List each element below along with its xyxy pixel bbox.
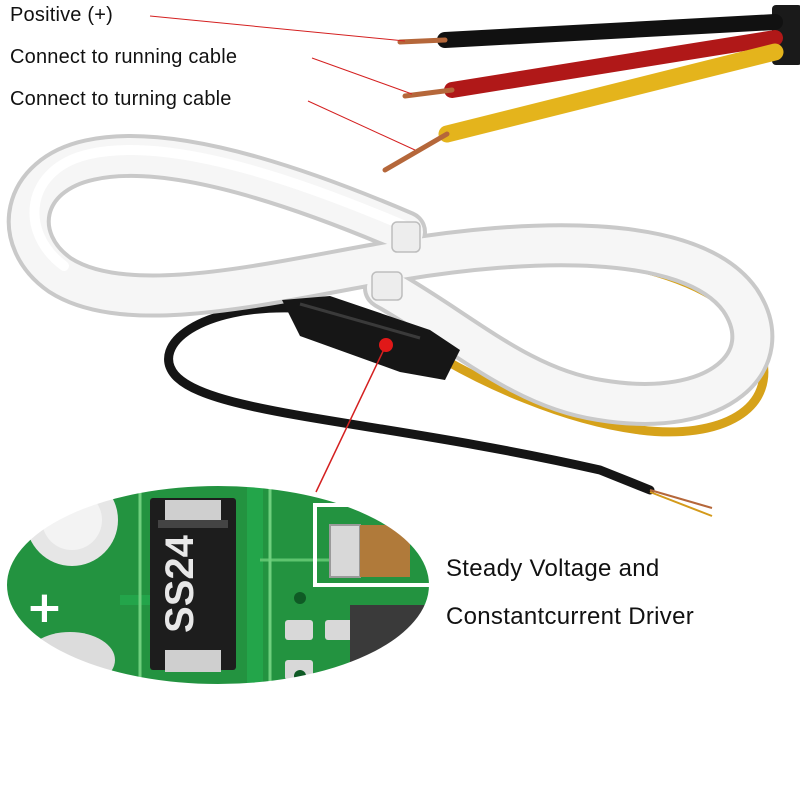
running-wire xyxy=(444,30,783,98)
driver-label-line1: Steady Voltage and xyxy=(446,555,660,582)
positive-leader-line xyxy=(149,15,406,42)
positive-wire xyxy=(437,14,783,48)
chip-marking: SS24 xyxy=(158,534,202,633)
pointer-dot xyxy=(379,338,393,352)
label-leaders xyxy=(149,15,416,151)
diode-chip xyxy=(150,498,236,670)
running-cable-label: Connect to running cable xyxy=(10,46,238,68)
positive-label: Positive (+) xyxy=(10,4,113,26)
tube-end-cap-a xyxy=(391,221,421,253)
lead-tip-a xyxy=(649,489,713,509)
black-power-lead xyxy=(164,303,655,495)
wire-bundle xyxy=(382,14,784,173)
driver-module xyxy=(282,296,460,380)
led-tube xyxy=(6,134,775,426)
tube-end-cap-b xyxy=(371,271,403,301)
turning-cable-label: Connect to turning cable xyxy=(10,88,232,110)
positive-wire-tip xyxy=(397,37,448,45)
pcb-closeup xyxy=(6,485,430,685)
turning-wire xyxy=(438,43,784,143)
running-wire-tip xyxy=(402,87,455,99)
driver-label-line2: Constantcurrent Driver xyxy=(446,603,695,630)
running-leader-line xyxy=(311,57,413,95)
polarity-plus: + xyxy=(26,582,63,633)
turning-wire-tip xyxy=(382,131,450,173)
lead-tip-b xyxy=(649,491,713,517)
pointer-line xyxy=(315,344,387,493)
turning-leader-line xyxy=(307,100,416,151)
